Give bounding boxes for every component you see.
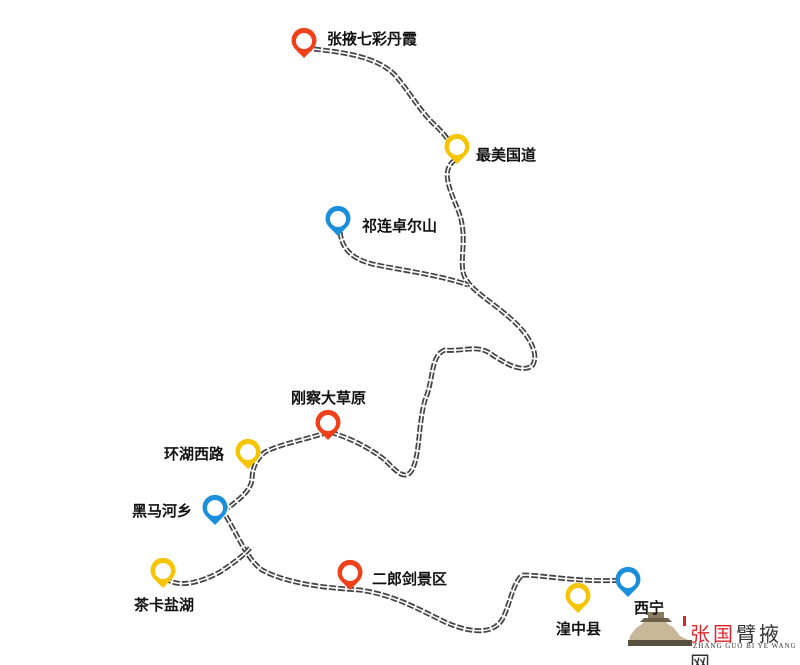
label-huanhu: 环湖西路 — [164, 445, 225, 463]
label-chaka: 茶卡盐湖 — [134, 596, 195, 614]
map-pin-icon-huangzhong[interactable] — [565, 582, 591, 613]
map-pin-icon-qilian[interactable] — [325, 205, 351, 236]
label-heima: 黑马河乡 — [132, 502, 193, 520]
map-pin-icon-zuimei[interactable] — [444, 133, 470, 164]
route-segment-center — [329, 159, 536, 476]
label-zhangye: 张掖七彩丹霞 — [327, 30, 418, 48]
map-pin-icon-erlang[interactable] — [337, 559, 363, 590]
route-segment-center — [225, 515, 626, 632]
watermark-logo-text: 张国臂掖网 — [690, 622, 782, 665]
label-xining: 西宁 — [634, 599, 665, 617]
map-pin-icon-xining[interactable] — [615, 566, 641, 597]
map-pin-icon-huanhu[interactable] — [235, 438, 261, 469]
map-pin-icon-zhangye[interactable] — [291, 27, 317, 58]
label-qilian: 祁连卓尔山 — [362, 217, 438, 235]
route-segment-center — [164, 547, 251, 585]
label-huangzhong: 湟中县 — [556, 620, 602, 638]
place-pins — [150, 27, 641, 613]
label-gangcha: 刚察大草原 — [291, 389, 367, 407]
watermark-tower-icon — [628, 612, 692, 646]
label-zuimei: 最美国道 — [476, 146, 537, 164]
route-segment-center — [339, 231, 469, 286]
route-segment-center — [304, 47, 456, 153]
map-pin-icon-gangcha[interactable] — [315, 409, 341, 440]
label-erlang: 二郎剑景区 — [372, 570, 448, 588]
route-segment-center — [227, 431, 329, 509]
watermark-logo-subtext: ZHANG GUO BI YE WANG — [693, 642, 797, 650]
map-pin-icon-chaka[interactable] — [150, 557, 176, 588]
route-segment — [329, 157, 538, 478]
map-pin-icon-heima[interactable] — [202, 494, 228, 525]
route-lines — [163, 45, 626, 634]
